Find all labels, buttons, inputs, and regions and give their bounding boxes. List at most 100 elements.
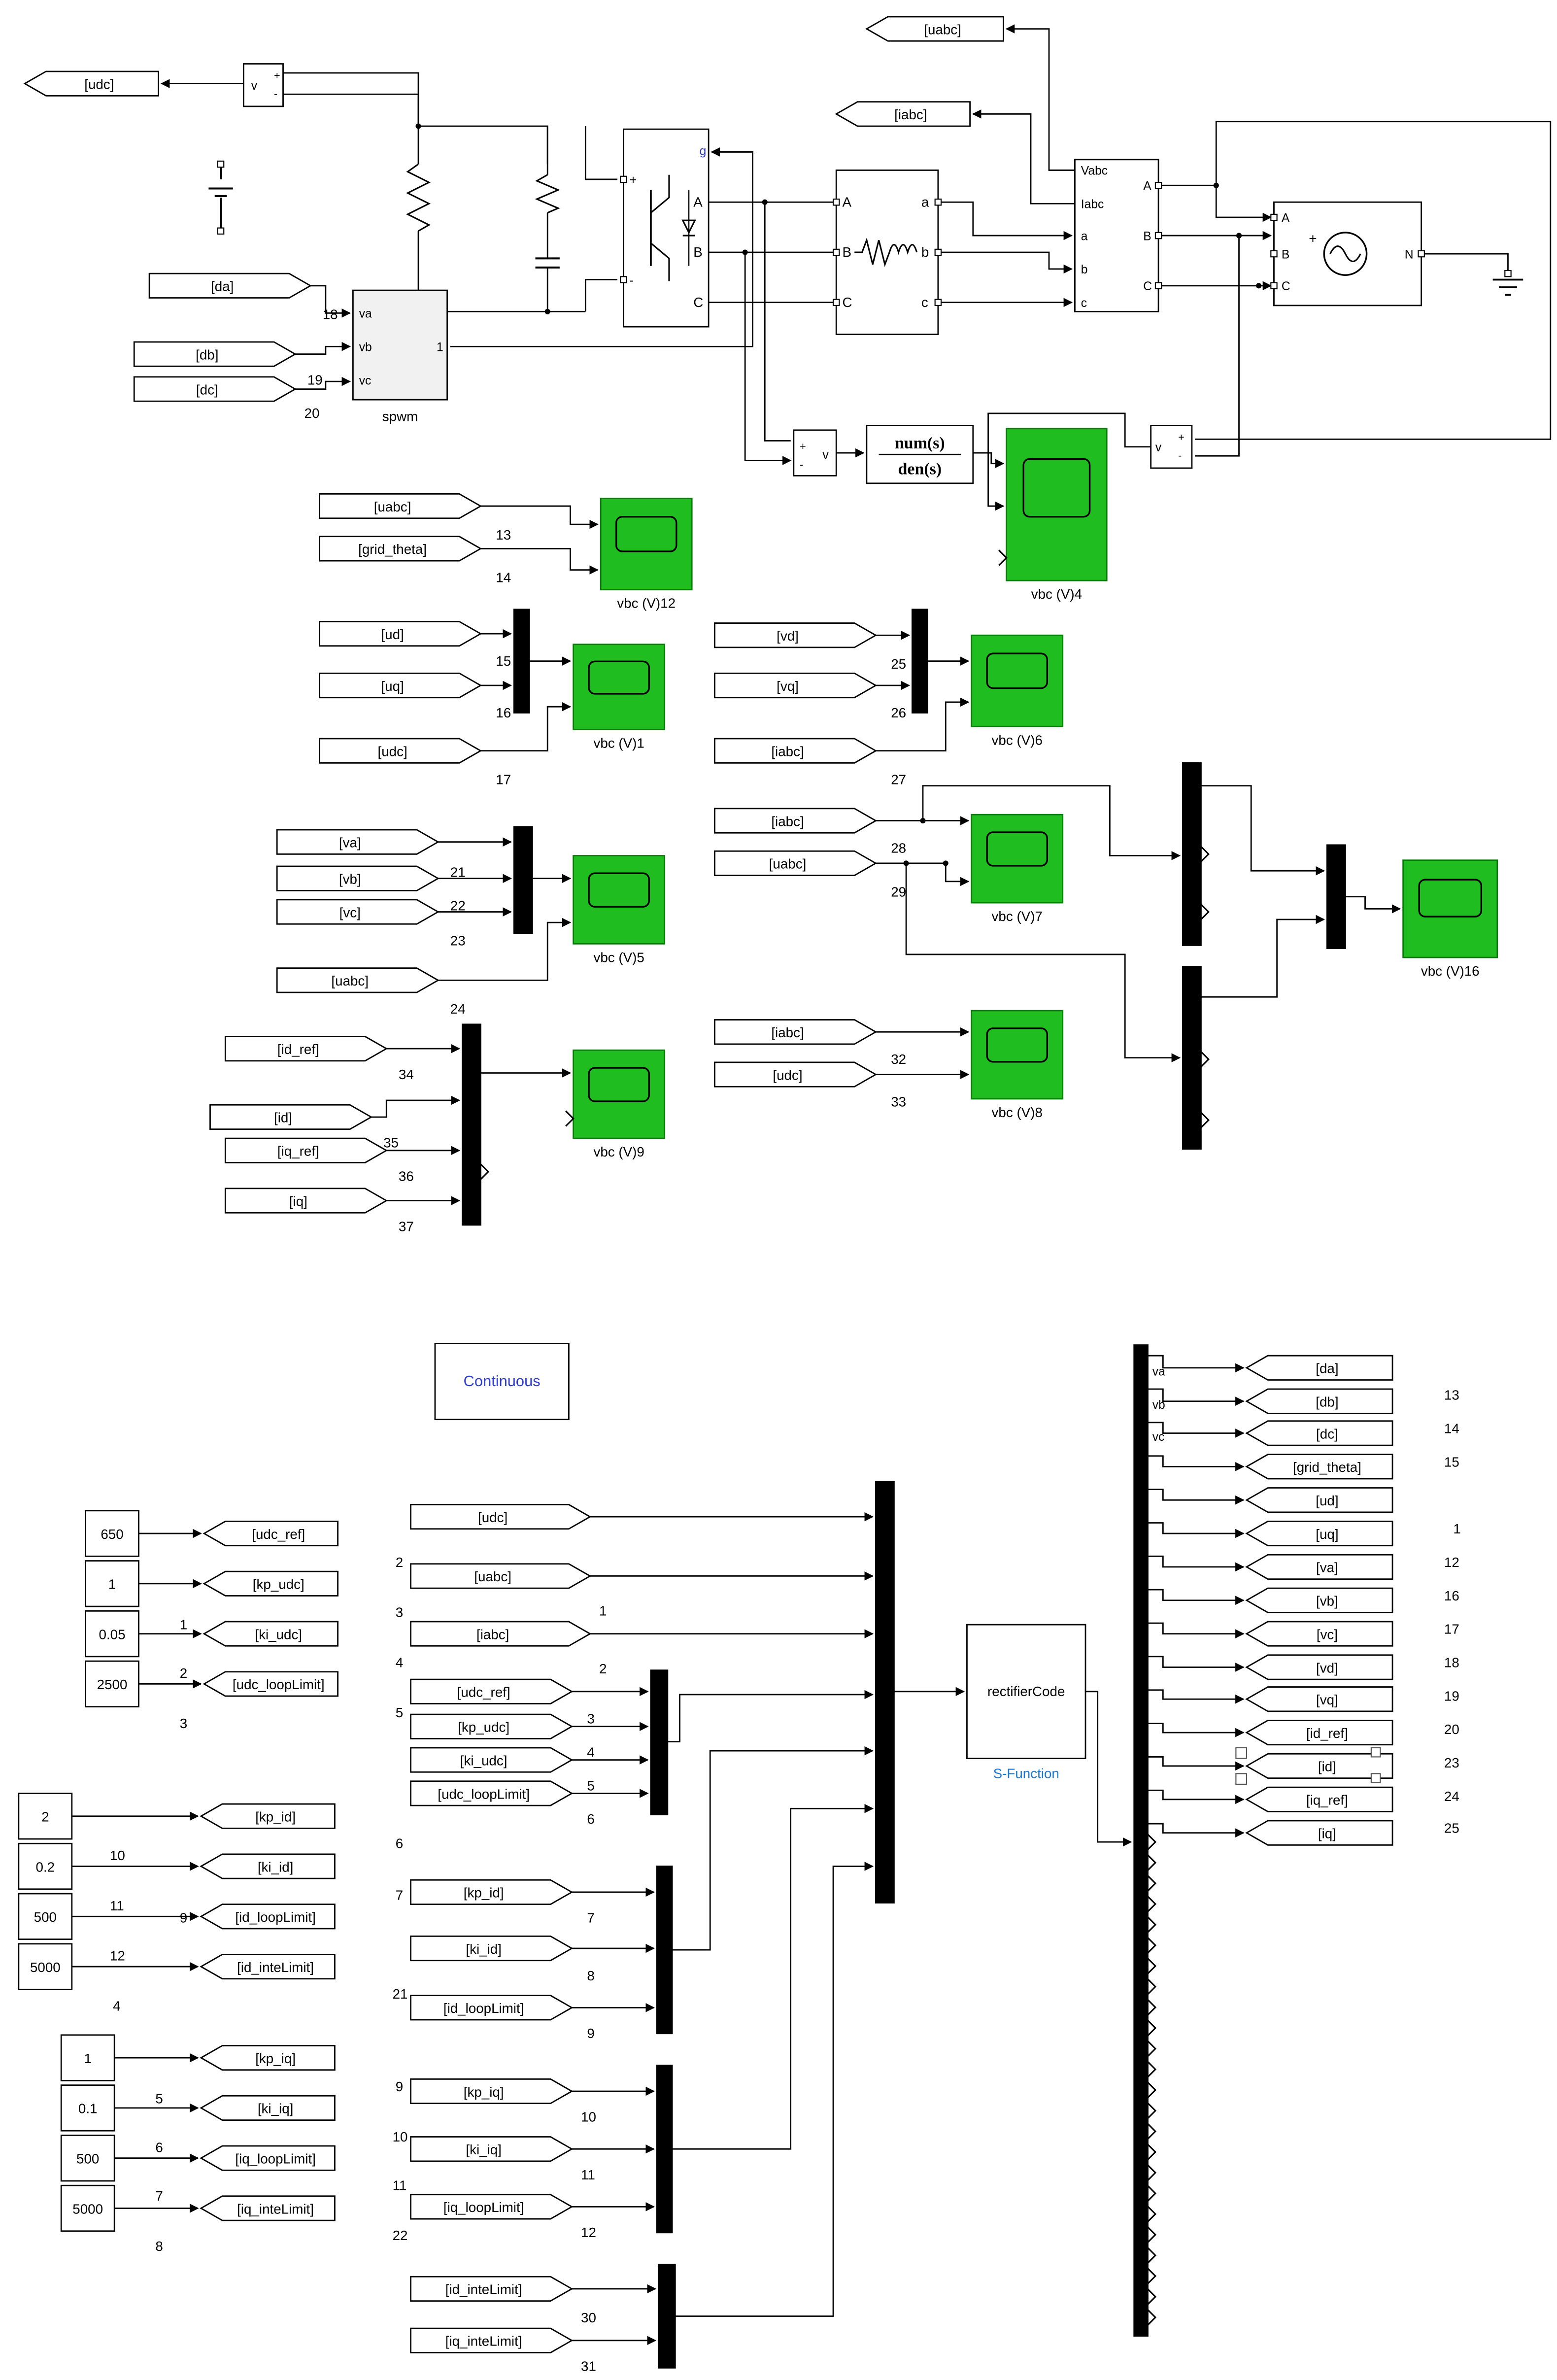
spwm-block[interactable]	[352, 289, 448, 401]
from-vd[interactable]	[714, 622, 878, 648]
from-uabc[interactable]	[410, 1563, 592, 1589]
igbt-bridge-block[interactable]	[623, 128, 710, 328]
voltage-measurement-line[interactable]	[793, 429, 837, 476]
mux-16[interactable]	[1326, 844, 1346, 949]
from-ud[interactable]	[319, 621, 482, 647]
from-kp-id[interactable]	[410, 1879, 574, 1905]
powergui-block[interactable]	[434, 1343, 570, 1421]
from-iabc[interactable]	[410, 1621, 592, 1647]
udc-constant-block[interactable]	[85, 1610, 139, 1658]
mux-7a[interactable]	[1182, 762, 1202, 946]
goto-iqloopLimit[interactable]	[200, 2145, 336, 2171]
from-id-ref[interactable]	[224, 1036, 388, 1062]
from-udc-looplimit[interactable]	[410, 1780, 574, 1806]
from-iq-intelimit[interactable]	[410, 2327, 574, 2353]
mux-udc[interactable]	[650, 1669, 669, 1816]
goto-kiid[interactable]	[200, 1853, 336, 1879]
iq-constant-block[interactable]	[60, 2034, 115, 2081]
mux-9[interactable]	[462, 1023, 481, 1226]
id-constant-block[interactable]	[18, 1842, 73, 1890]
goto-id[interactable]	[1245, 1753, 1393, 1779]
from-vq[interactable]	[714, 672, 878, 699]
from-ki-udc[interactable]	[410, 1747, 574, 1773]
id-constant-block[interactable]	[18, 1893, 73, 1940]
from-uabc[interactable]	[319, 493, 482, 519]
from-uabc[interactable]	[714, 850, 878, 876]
goto-vd[interactable]	[1245, 1654, 1393, 1680]
from-vb[interactable]	[276, 865, 440, 891]
goto-kpudc[interactable]	[203, 1570, 338, 1597]
from-uq[interactable]	[319, 672, 482, 699]
goto-kiudc[interactable]	[203, 1621, 338, 1647]
goto-idloopLimit[interactable]	[200, 1904, 336, 1930]
from-iq-ref[interactable]	[224, 1137, 388, 1163]
from-udc[interactable]	[714, 1061, 878, 1088]
goto-iqref[interactable]	[1245, 1786, 1393, 1812]
iq-constant-block[interactable]	[60, 2084, 115, 2132]
from-vc[interactable]	[276, 899, 440, 925]
goto-db[interactable]	[1245, 1388, 1393, 1414]
udc-constant-block[interactable]	[85, 1560, 139, 1607]
from-udc-ref[interactable]	[410, 1678, 574, 1704]
mux-iq[interactable]	[656, 2065, 673, 2234]
goto-udc[interactable]	[23, 70, 159, 97]
mux-7b[interactable]	[1182, 966, 1202, 1150]
iq-constant-block[interactable]	[60, 2184, 115, 2232]
udc-constant-block[interactable]	[85, 1510, 139, 1557]
mux-inte[interactable]	[657, 2264, 676, 2369]
goto-udcloopLimit[interactable]	[203, 1671, 338, 1697]
goto-iabc[interactable]	[835, 101, 971, 127]
vi-measurement-block[interactable]	[1074, 159, 1159, 312]
voltage-measurement-grid[interactable]	[1150, 425, 1193, 469]
mux-1[interactable]	[513, 609, 530, 714]
from-iabc[interactable]	[714, 808, 878, 834]
from-id-looplimit[interactable]	[410, 1995, 574, 2021]
goto-va[interactable]	[1245, 1554, 1393, 1580]
sfunction-rectifiercode-block[interactable]	[966, 1624, 1086, 1759]
from-iq-looplimit[interactable]	[410, 2194, 574, 2220]
goto-vc[interactable]	[1245, 1621, 1393, 1647]
from-uabc[interactable]	[276, 967, 440, 993]
goto-iq[interactable]	[1245, 1820, 1393, 1846]
goto-gridtheta[interactable]	[1245, 1454, 1393, 1480]
goto-vb[interactable]	[1245, 1587, 1393, 1613]
from-iq[interactable]	[224, 1188, 388, 1214]
mux-6[interactable]	[912, 609, 928, 714]
udc-constant-block[interactable]	[85, 1660, 139, 1708]
goto-kiiq[interactable]	[200, 2095, 336, 2121]
from-kp-udc[interactable]	[410, 1713, 574, 1739]
from-dc[interactable]	[133, 376, 297, 402]
from-udc[interactable]	[319, 738, 482, 764]
iq-constant-block[interactable]	[60, 2135, 115, 2182]
mux-id[interactable]	[656, 1866, 673, 2035]
goto-da[interactable]	[1245, 1355, 1393, 1381]
mux-5[interactable]	[513, 826, 533, 934]
from-va[interactable]	[276, 829, 440, 855]
from-id-intelimit[interactable]	[410, 2276, 574, 2302]
main-mux[interactable]	[875, 1481, 895, 1904]
voltage-measurement-dc[interactable]	[242, 63, 284, 107]
goto-uabc[interactable]	[865, 16, 1004, 42]
from-udc[interactable]	[410, 1504, 592, 1530]
from-da[interactable]	[148, 272, 312, 299]
from-grid-theta[interactable]	[319, 536, 482, 562]
goto-iqinteLimit[interactable]	[200, 2195, 336, 2221]
goto-uq[interactable]	[1245, 1520, 1393, 1547]
from-iabc[interactable]	[714, 1019, 878, 1045]
from-id[interactable]	[209, 1104, 373, 1130]
goto-dc[interactable]	[1245, 1420, 1393, 1446]
from-db[interactable]	[133, 341, 297, 367]
goto-kpiq[interactable]	[200, 2045, 336, 2071]
goto-kpid[interactable]	[200, 1803, 336, 1829]
id-constant-block[interactable]	[18, 1793, 73, 1840]
goto-idinteLimit[interactable]	[200, 1954, 336, 1980]
from-ki-id[interactable]	[410, 1935, 574, 1962]
goto-vq[interactable]	[1245, 1686, 1393, 1712]
goto-udcref[interactable]	[203, 1520, 338, 1547]
rl-branch-block[interactable]	[835, 170, 939, 335]
demux-bar[interactable]	[1133, 1344, 1149, 2337]
from-kp-iq[interactable]	[410, 2078, 574, 2105]
from-ki-iq[interactable]	[410, 2136, 574, 2162]
id-constant-block[interactable]	[18, 1943, 73, 1990]
goto-idref[interactable]	[1245, 1720, 1393, 1746]
